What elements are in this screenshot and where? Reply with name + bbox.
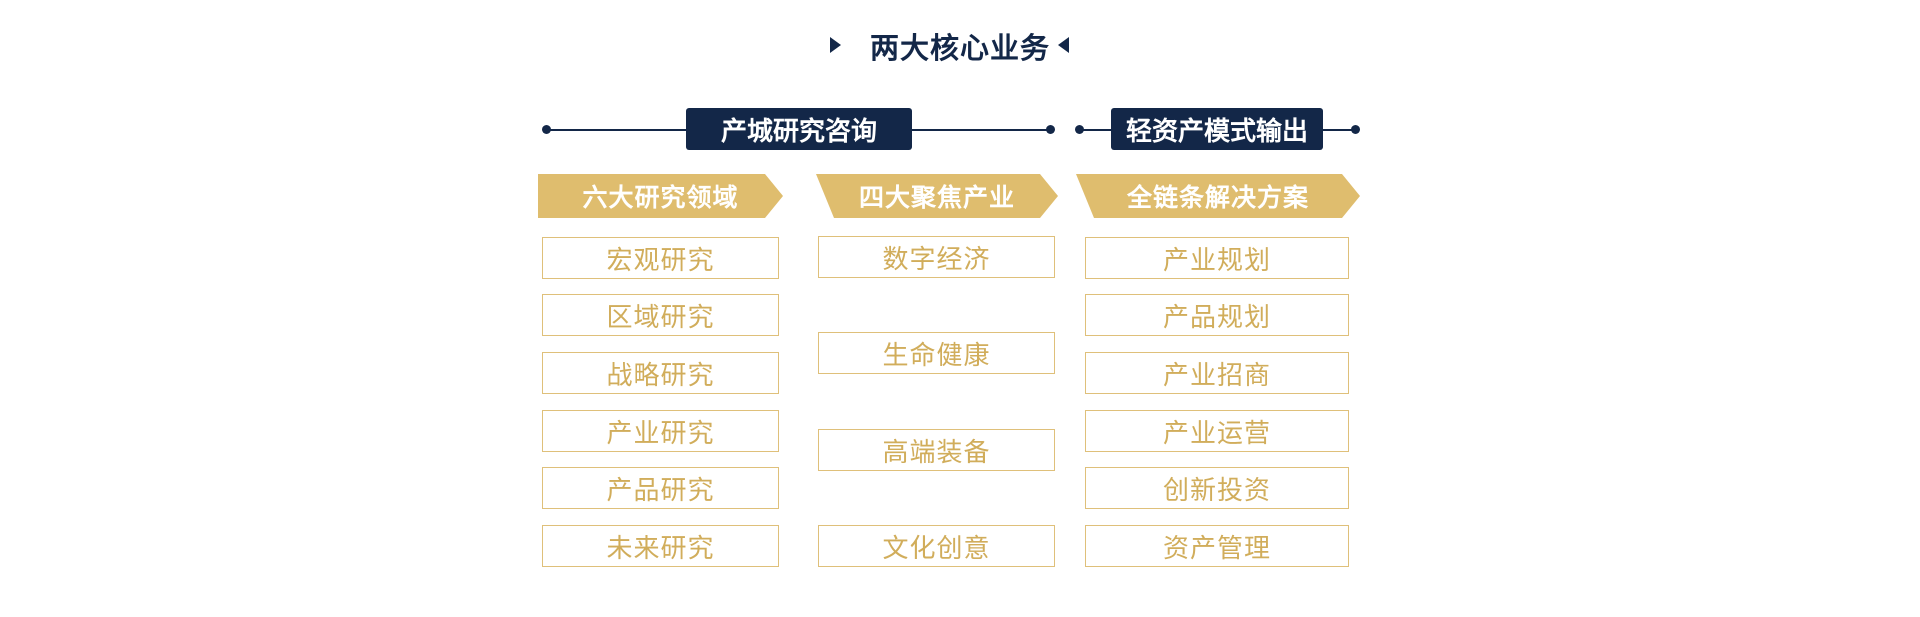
section-right-end-dot	[1351, 125, 1360, 134]
list-item: 产品规划	[1085, 294, 1349, 336]
section-right-line-left	[1081, 129, 1111, 131]
section-right-label: 轻资产模式输出	[1111, 108, 1323, 150]
list-item: 产业运营	[1085, 410, 1349, 452]
section-right-line-right	[1323, 129, 1355, 131]
section-left-end-dot	[1046, 125, 1055, 134]
list-item: 文化创意	[818, 525, 1055, 567]
list-item: 数字经济	[818, 236, 1055, 278]
list-item: 资产管理	[1085, 525, 1349, 567]
list-item: 区域研究	[542, 294, 779, 336]
list-item: 产业研究	[542, 410, 779, 452]
page-title: 两大核心业务	[869, 31, 1050, 65]
section-left-start-dot	[542, 125, 551, 134]
section-left-label: 产城研究咨询	[686, 108, 912, 150]
column-header-solutions: 全链条解决方案	[1076, 174, 1360, 218]
section-right-start-dot	[1075, 125, 1084, 134]
list-item: 创新投资	[1085, 467, 1349, 509]
section-left-line-right	[912, 129, 1050, 131]
title-arrow-right-icon	[830, 37, 841, 53]
list-item: 生命健康	[818, 332, 1055, 374]
column-header-focus-industries: 四大聚焦产业	[816, 174, 1058, 218]
list-item: 产业招商	[1085, 352, 1349, 394]
list-item: 产品研究	[542, 467, 779, 509]
column-header-research-fields: 六大研究领域	[538, 174, 783, 218]
list-item: 宏观研究	[542, 237, 779, 279]
list-item: 产业规划	[1085, 237, 1349, 279]
list-item: 高端装备	[818, 429, 1055, 471]
list-item: 战略研究	[542, 352, 779, 394]
title-arrow-left-icon	[1058, 37, 1069, 53]
list-item: 未来研究	[542, 525, 779, 567]
section-left-line-left	[548, 129, 687, 131]
